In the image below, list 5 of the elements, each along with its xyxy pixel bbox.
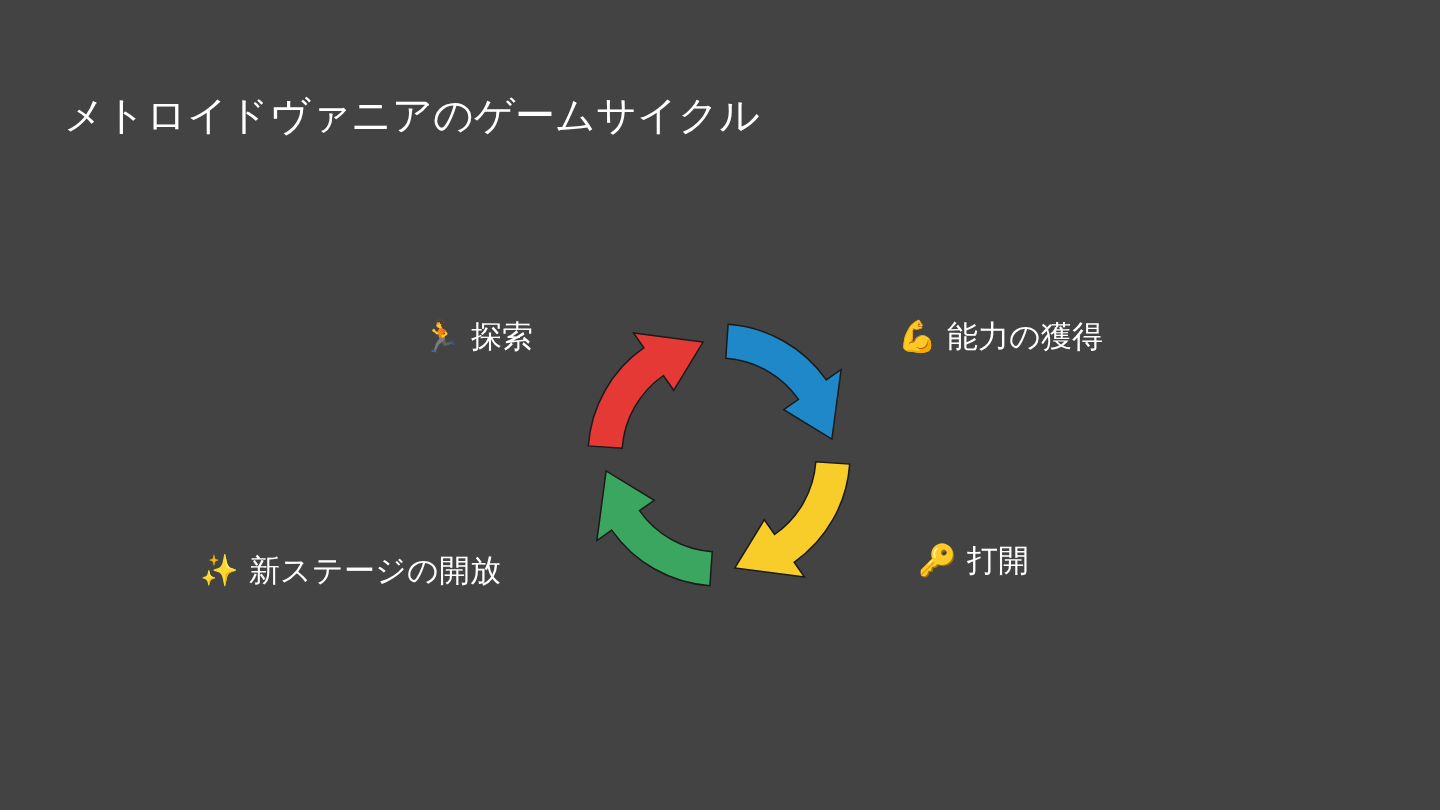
stage-label: 💪 能力の獲得: [898, 316, 1103, 358]
stage-label: 🔑 打開: [918, 540, 1029, 582]
stage-label: ✨ 新ステージの開放: [200, 550, 501, 592]
stage-label: 🏃 探索: [422, 316, 533, 358]
title: メトロイドヴァニアのゲームサイクル: [64, 91, 760, 140]
